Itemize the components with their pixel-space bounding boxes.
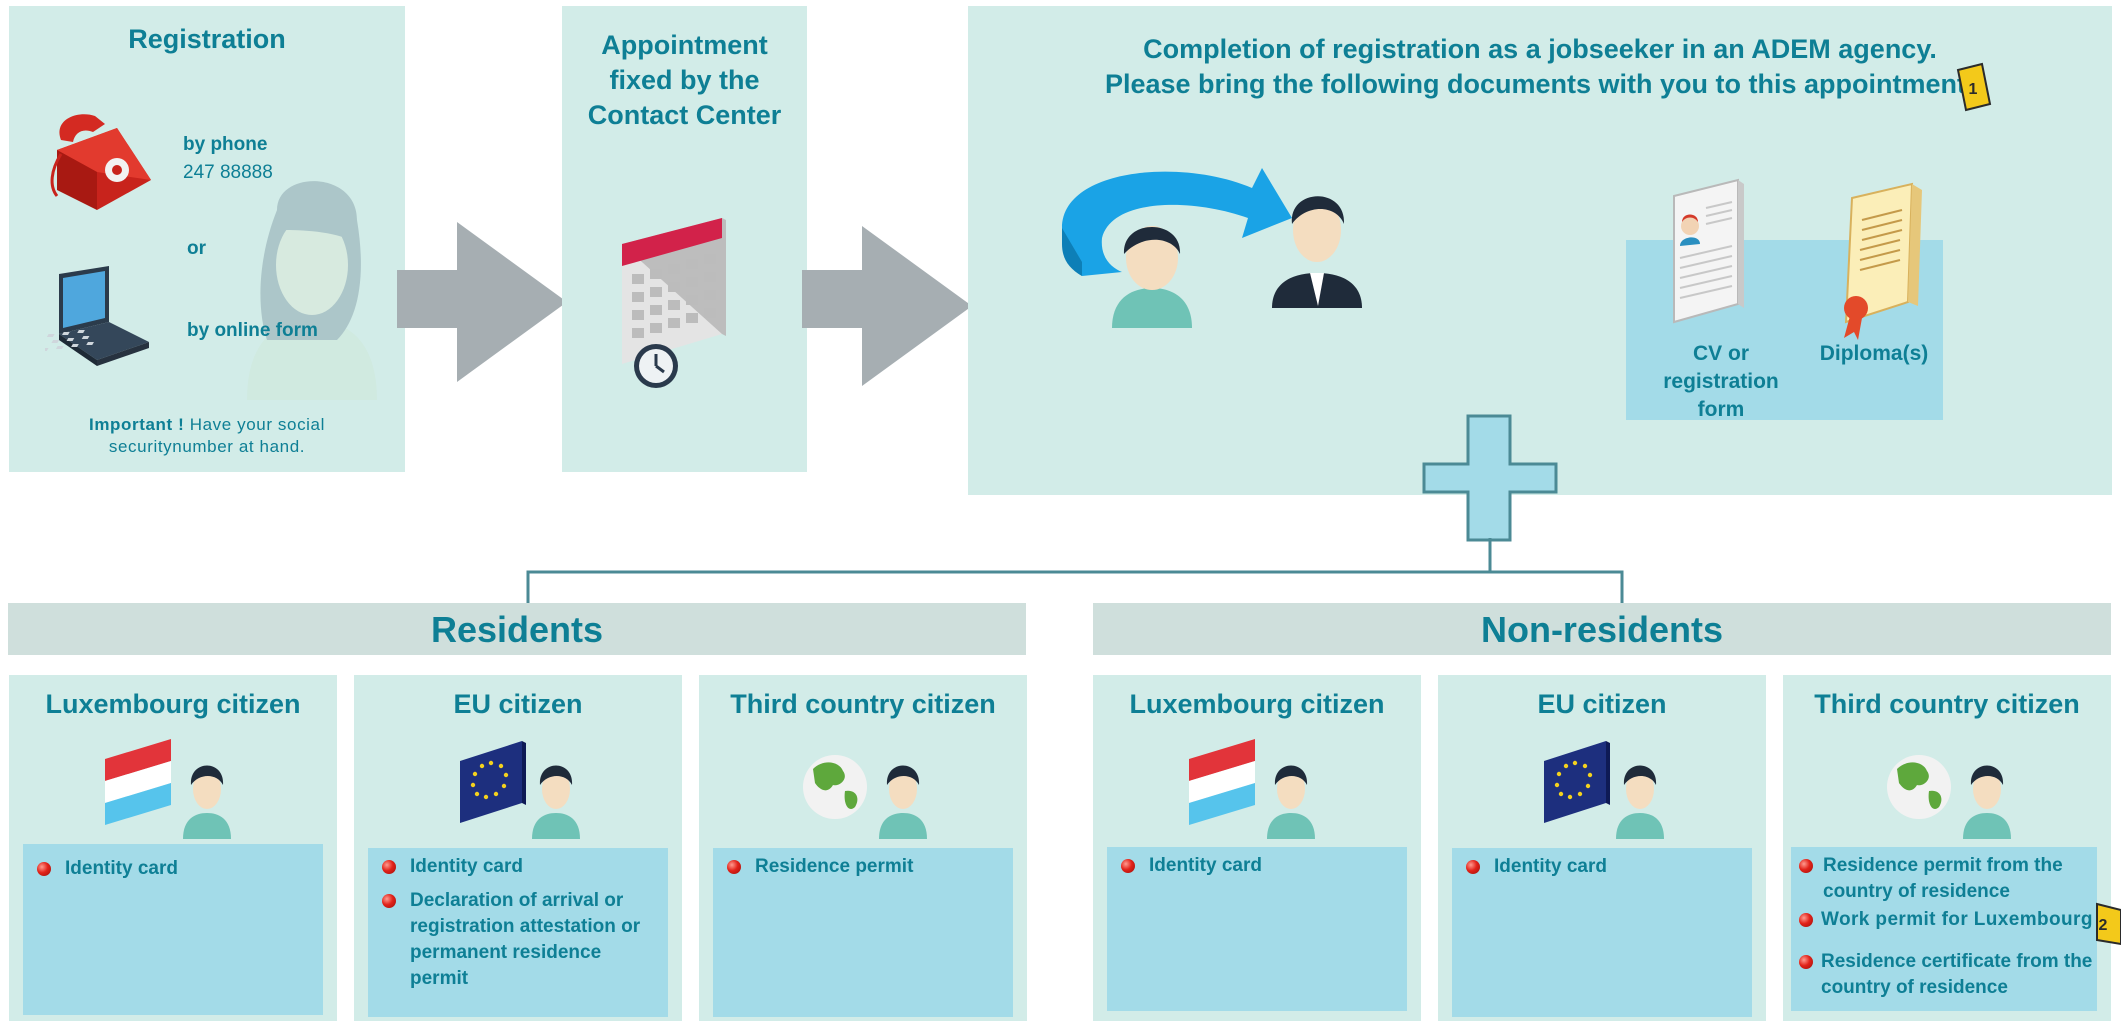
card-title: EU citizen xyxy=(453,689,583,719)
person-watermark-icon xyxy=(247,181,377,400)
important-strong: Important ! xyxy=(89,415,185,434)
nonresidents-card-luxembourg: Luxembourg citizen Identity card xyxy=(1093,675,1421,1021)
globe-icon xyxy=(803,755,927,839)
residents-card-third-country: Third country citizen Residence permit xyxy=(699,675,1027,1021)
cv-label-line2: form xyxy=(1697,398,1745,421)
requirement-item: Identity card xyxy=(1452,854,1748,880)
or-label: or xyxy=(187,238,206,259)
important-text: Have your social xyxy=(184,415,325,434)
cv-label-line1: CV or registration xyxy=(1663,342,1779,393)
bullet-icon xyxy=(37,862,51,876)
important-note: Important ! Have your social securitynum… xyxy=(9,414,405,458)
appointment-panel: Appointment fixed by the Contact Center xyxy=(562,6,807,472)
calendar-icon xyxy=(622,218,726,388)
card-title: Third country citizen xyxy=(730,689,996,719)
appointment-title: Appointment fixed by the Contact Center xyxy=(562,28,807,133)
bullet-icon xyxy=(1121,859,1135,873)
bullet-icon xyxy=(382,860,396,874)
registration-title: Registration xyxy=(128,24,286,54)
residents-card-luxembourg: Luxembourg citizen Identity card xyxy=(9,675,337,1021)
requirements-box: Residence permit from the country of res… xyxy=(1791,847,2097,1011)
warning-badge-icon: 1 xyxy=(1956,62,1992,112)
nonresidents-header: Non-residents xyxy=(1093,603,2111,655)
bullet-icon xyxy=(1466,860,1480,874)
card-title: Luxembourg citizen xyxy=(45,689,301,719)
plus-icon xyxy=(1422,414,1558,542)
handover-people-icon xyxy=(1062,168,1362,328)
requirement-item: Work permit for Luxembourg xyxy=(1791,907,2093,933)
requirements-box: Identity card Declaration of arrival or … xyxy=(368,848,668,1017)
requirements-box: Identity card xyxy=(23,844,323,1015)
by-online-form-label: by online form xyxy=(187,320,318,341)
bullet-icon xyxy=(727,860,741,874)
connector-lines xyxy=(526,538,1624,604)
laptop-icon xyxy=(45,266,149,366)
appointment-line1: Appointment xyxy=(601,30,768,60)
bullet-icon xyxy=(1799,859,1813,873)
appointment-line3: Contact Center xyxy=(587,100,782,130)
warning-badge-icon: 2 xyxy=(2096,902,2121,946)
cv-label: CV or registration form xyxy=(1636,340,1806,424)
requirement-item: Residence permit from the country of res… xyxy=(1791,853,2093,905)
phone-number: 247 88888 xyxy=(183,162,273,183)
nonresidents-card-eu: EU citizen Identity card xyxy=(1438,675,1766,1021)
residents-card-eu: EU citizen Identity card Declaration of … xyxy=(354,675,682,1021)
bullet-icon xyxy=(1799,913,1813,927)
arrow-right-icon xyxy=(397,222,567,382)
by-phone-label: by phone xyxy=(183,134,268,155)
requirement-item: Identity card xyxy=(1107,853,1403,879)
card-title: Third country citizen xyxy=(1814,689,2080,719)
requirement-item: Identity card xyxy=(368,854,664,880)
requirements-box: Residence permit xyxy=(713,848,1013,1017)
card-title: Luxembourg citizen xyxy=(1129,689,1385,719)
residents-header: Residents xyxy=(8,603,1026,655)
requirement-item: Residence certificate from the country o… xyxy=(1791,949,2093,1001)
eu-flag-icon xyxy=(1544,741,1664,839)
important-line2: securitynumber at hand. xyxy=(108,437,306,456)
completion-line2-text: Please bring the following documents wit… xyxy=(1104,69,1975,99)
cv-document-icon xyxy=(1673,178,1744,324)
bullet-icon xyxy=(382,894,396,908)
luxembourg-flag-icon xyxy=(105,739,231,839)
luxembourg-flag-icon xyxy=(1189,739,1315,839)
diploma-label: Diploma(s) xyxy=(1819,342,1929,365)
requirements-box: Identity card xyxy=(1107,847,1407,1011)
globe-icon xyxy=(1887,755,2011,839)
requirement-item: Identity card xyxy=(23,856,319,882)
nonresidents-card-third-country: Third country citizen Residence permit f… xyxy=(1783,675,2111,1021)
requirement-item: Residence permit xyxy=(713,854,1009,880)
badge-2-number: 2 xyxy=(2099,917,2108,934)
completion-heading: Completion of registration as a jobseeke… xyxy=(968,32,2112,102)
card-title: EU citizen xyxy=(1537,689,1667,719)
completion-line2: Please bring the following documents wit… xyxy=(968,67,2112,102)
diploma-icon xyxy=(1844,182,1922,340)
badge-1-number: 1 xyxy=(1969,81,1978,98)
requirements-box: Identity card xyxy=(1452,848,1752,1017)
registration-panel: Registration by phone 247 88888 or xyxy=(9,6,405,472)
appointment-line2: fixed by the xyxy=(609,65,760,95)
completion-line1: Completion of registration as a jobseeke… xyxy=(1143,34,1937,64)
eu-flag-icon xyxy=(460,741,580,839)
requirement-item: Declaration of arrival or registration a… xyxy=(368,888,664,992)
completion-panel: Completion of registration as a jobseeke… xyxy=(968,6,2112,495)
telephone-icon xyxy=(50,114,151,210)
bullet-icon xyxy=(1799,955,1813,969)
arrow-right-icon xyxy=(802,226,972,386)
